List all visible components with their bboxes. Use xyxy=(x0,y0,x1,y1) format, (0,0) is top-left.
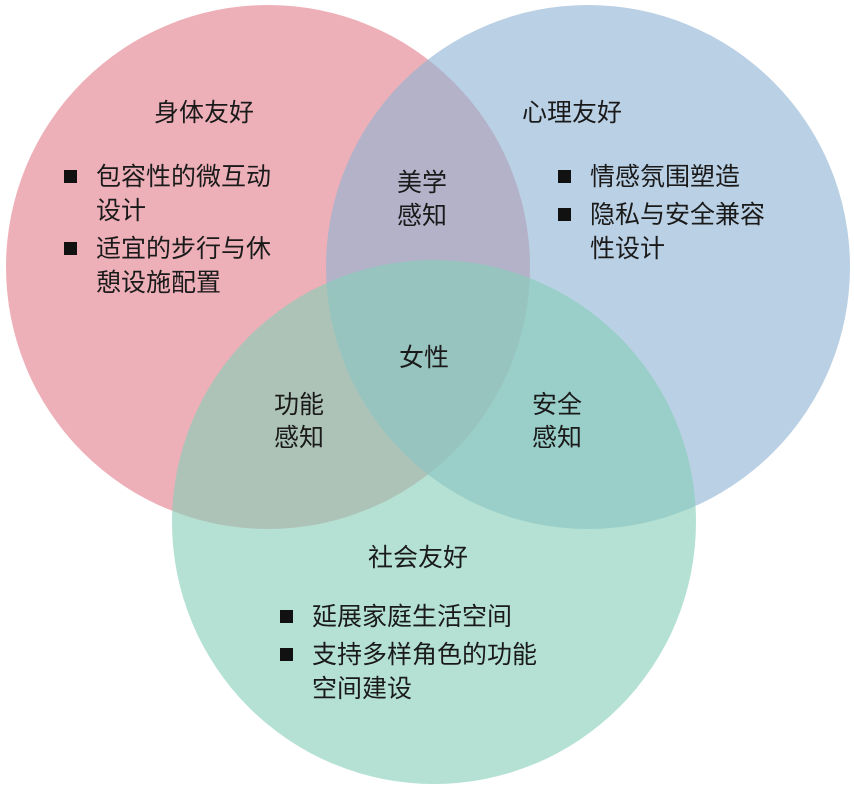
social-friendly-list: 延展家庭生活空间 支持多样角色的功能空间建设 xyxy=(278,600,548,710)
bullet-square-icon xyxy=(558,170,571,183)
list-item: 延展家庭生活空间 xyxy=(278,600,548,634)
bullet-square-icon xyxy=(64,242,77,255)
list-item: 情感氛围塑造 xyxy=(556,160,776,194)
social-friendly-title: 社会友好 xyxy=(368,543,469,572)
center-women-label: 女性 xyxy=(399,343,450,372)
functional-perception-label: 功能 感知 xyxy=(274,390,325,452)
bullet-square-icon xyxy=(280,648,293,661)
psychological-friendly-list: 情感氛围塑造 隐私与安全兼容性设计 xyxy=(556,160,776,270)
list-item: 适宜的步行与休憩设施配置 xyxy=(62,232,282,300)
aesthetic-perception-label: 美学 感知 xyxy=(397,168,448,230)
bullet-square-icon xyxy=(558,208,571,221)
list-item: 支持多样角色的功能空间建设 xyxy=(278,638,548,706)
list-item: 隐私与安全兼容性设计 xyxy=(556,198,776,266)
physical-friendly-list: 包容性的微互动设计 适宜的步行与休憩设施配置 xyxy=(62,160,282,304)
social-friendly-circle xyxy=(172,260,696,784)
psychological-friendly-title: 心理友好 xyxy=(522,98,623,127)
list-item: 包容性的微互动设计 xyxy=(62,160,282,228)
bullet-square-icon xyxy=(64,170,77,183)
physical-friendly-title: 身体友好 xyxy=(154,98,255,127)
bullet-square-icon xyxy=(280,610,293,623)
safety-perception-label: 安全 感知 xyxy=(532,390,583,452)
